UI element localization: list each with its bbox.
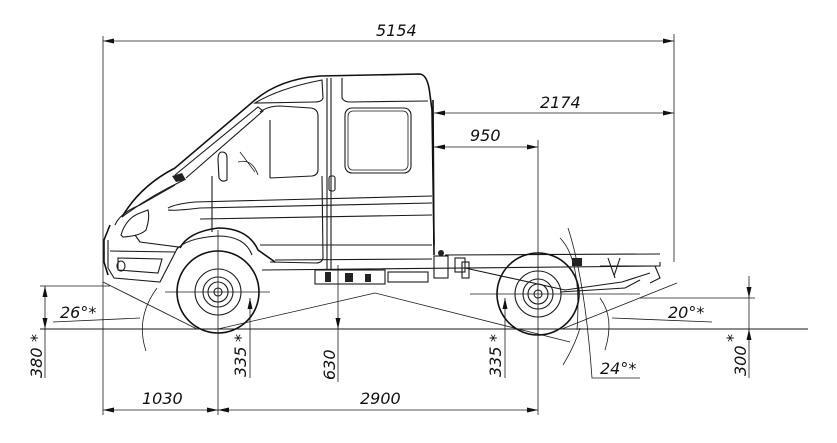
rear-underbody — [559, 279, 641, 293]
ramp-leader — [567, 227, 640, 379]
door-handle — [328, 175, 336, 192]
hood-edge — [114, 184, 176, 226]
angle-label-ramp: 24°* — [600, 359, 636, 378]
bumper-upper-line — [109, 250, 177, 253]
front-wheel-arch-inner — [175, 235, 253, 256]
front-wheel-arch — [179, 227, 276, 263]
belt-line-lower — [167, 202, 433, 211]
component-3 — [365, 274, 371, 282]
dim-label-cab-to-axle: 950 — [470, 126, 501, 145]
side-mirror — [217, 151, 228, 182]
angle-approach: 26°* — [52, 281, 198, 352]
departure-arc — [599, 297, 610, 351]
fog-light — [116, 260, 126, 272]
exhaust-muffler — [387, 271, 429, 283]
front-door-window — [259, 105, 319, 179]
angle-ramp: 24°* — [217, 227, 640, 379]
component-1 — [325, 272, 331, 282]
ground-lines — [40, 285, 808, 330]
dim-label-rear-axle-clearance: 335 — [486, 346, 505, 377]
dim-overall-length: 5154 — [103, 21, 674, 44]
body-crease — [199, 214, 433, 220]
approach-arc — [141, 287, 158, 352]
dim-label-rear-frame-height: 300 — [731, 345, 750, 376]
dim-label-front-axle-clearance: 335 — [231, 346, 250, 377]
dim-rear-overhang: 2174 — [434, 93, 674, 116]
dim-label-front-overhang: 1030 — [142, 389, 183, 408]
ramp-line-front — [217, 292, 376, 330]
departure-angle-line — [561, 282, 678, 330]
angle-label-departure: 20°* — [668, 303, 704, 322]
dim-mark-front-bumper-height: * — [27, 334, 46, 342]
bracket-bolt — [438, 250, 444, 256]
fuel-tank — [314, 269, 386, 285]
dim-mid-clearance: 630 — [320, 265, 341, 382]
approach-leader — [52, 317, 141, 323]
front-bumper — [107, 234, 179, 283]
rear-side-window — [344, 107, 412, 174]
dim-mark-front-axle-clearance: * — [231, 334, 250, 342]
front-wheel — [165, 250, 270, 334]
belt-line-upper — [167, 195, 433, 209]
rear-bracket — [649, 265, 661, 284]
front-door-rear-edge — [269, 175, 324, 264]
dim-label-rear-overhang: 2174 — [540, 93, 581, 112]
wiper — [172, 173, 186, 182]
hood-line — [121, 179, 185, 218]
vehicle-body — [103, 73, 435, 283]
front-grille-edge — [103, 224, 111, 276]
roof-panel — [252, 79, 324, 104]
departure-leader — [611, 317, 713, 323]
dim-rear-axle-clearance: 335 * — [486, 298, 508, 378]
dim-label-wheelbase: 2900 — [360, 389, 401, 408]
dim-mark-rear-axle-clearance: * — [486, 334, 505, 342]
approach-angle-line — [102, 281, 198, 330]
rear-cab-bracket — [433, 255, 449, 279]
roof-rear-panel — [341, 78, 429, 103]
dim-label-overall-length: 5154 — [376, 21, 417, 40]
bumper-grille — [117, 257, 163, 274]
shock — [461, 261, 470, 279]
rear-shackle — [607, 257, 621, 279]
dim-label-mid-clearance: 630 — [320, 349, 339, 380]
dim-front-bumper-height: 380 * — [27, 286, 48, 378]
dim-front-overhang: 1030 — [103, 389, 218, 413]
dim-wheelbase: 2900 — [218, 389, 538, 413]
component-2 — [345, 273, 353, 282]
dim-label-front-bumper-height: 380 — [27, 347, 46, 378]
dim-cab-to-axle: 950 — [434, 126, 538, 150]
dim-rear-frame-height: 300 * — [723, 276, 752, 378]
cab-roof-outline — [121, 73, 435, 246]
rear-suspension-link — [464, 267, 651, 291]
ramp-arc — [562, 327, 581, 366]
frame-rail-top — [444, 253, 661, 256]
underbody-components — [314, 250, 661, 285]
angle-departure: 20°* — [561, 282, 713, 351]
cab-rear-wall — [432, 99, 435, 256]
chassis-frame — [261, 250, 661, 293]
rear-fender-line — [559, 237, 579, 331]
spring-hanger-rear — [572, 258, 582, 266]
angle-label-approach: 26°* — [60, 303, 96, 322]
dim-front-axle-clearance: 335 * — [231, 298, 253, 378]
dim-mark-rear-frame-height: * — [723, 334, 742, 342]
extension-lines — [102, 34, 675, 415]
rear-side-window-inner — [347, 110, 409, 171]
rear-wheel — [470, 237, 640, 336]
spring-hanger-front — [454, 257, 466, 273]
steering-wheel — [237, 151, 259, 176]
ramp-line-rear — [374, 292, 571, 343]
a-pillar — [174, 106, 264, 179]
sill-line — [274, 258, 433, 261]
